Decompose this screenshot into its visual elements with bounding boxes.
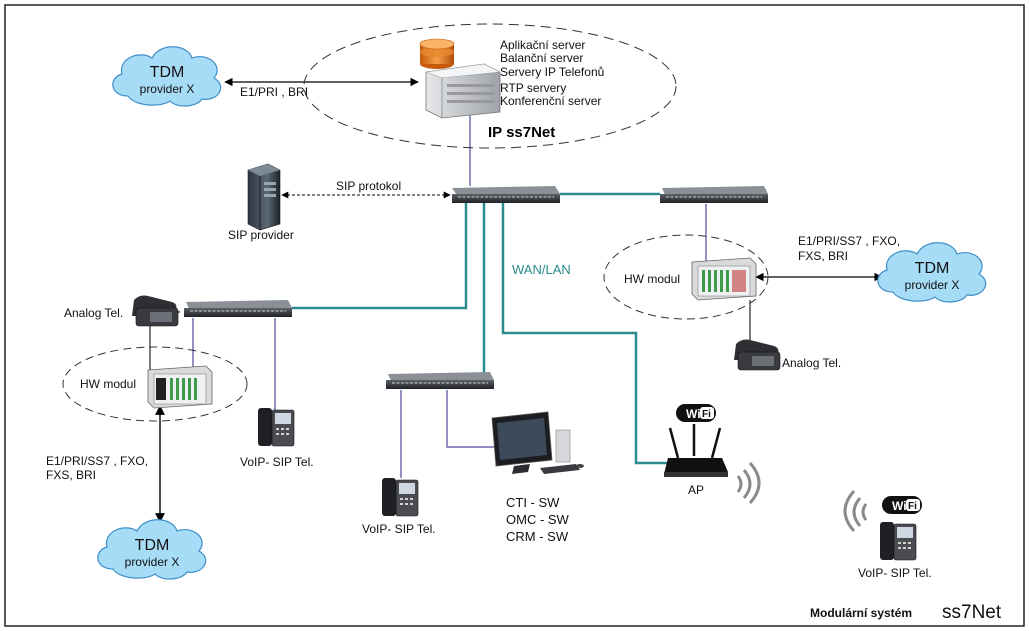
wifi-waves-ap-icon xyxy=(736,461,761,505)
left-trunk-line-2: FXS, BRI xyxy=(46,468,96,482)
hw-module-left-label: HW modul xyxy=(80,377,136,391)
switch-center xyxy=(386,372,494,389)
analog-left-label: Analog Tel. xyxy=(64,306,123,320)
left-trunk-line-1: E1/PRI/SS7 , FXO, xyxy=(46,454,148,468)
core-ellipse xyxy=(303,23,677,149)
wifi-badge-phone-icon: Wi Fi xyxy=(882,496,922,514)
sip-provider-label: SIP provider xyxy=(228,228,294,242)
link-label-e1-pri: E1/PRI , BRI xyxy=(240,85,308,99)
wifi-badge-ap-icon: Wi Fi xyxy=(676,404,716,422)
cloud-top-left-subtitle: provider X xyxy=(140,82,195,96)
analog-right-label: Analog Tel. xyxy=(782,356,841,370)
hw-module-right-icon xyxy=(691,257,757,301)
cloud-top-left-title: TDM xyxy=(150,64,185,81)
cloud-bottom-left-subtitle: provider X xyxy=(125,555,180,569)
cloud-right xyxy=(877,242,987,303)
switch-right xyxy=(660,186,768,203)
cloud-bottom-left xyxy=(97,519,207,580)
link-label-wan-lan: WAN/LAN xyxy=(512,262,571,277)
server-stack-labels: Aplikační server Balanční server Servery… xyxy=(500,38,604,108)
footer-brand: ss7Net xyxy=(942,602,1002,623)
server-line-2: Balanční server xyxy=(500,51,583,65)
hw-left-ellipse xyxy=(62,346,248,422)
voip-phone-center-icon xyxy=(382,478,419,517)
software-line-1: CTI - SW xyxy=(506,495,560,510)
voip-center-label: VoIP- SIP Tel. xyxy=(362,522,436,536)
footer-label: Modulární systém xyxy=(810,606,912,620)
software-line-3: CRM - SW xyxy=(506,529,569,544)
computer-icon xyxy=(491,411,584,474)
cloud-top-left xyxy=(112,46,222,107)
diagram-frame xyxy=(4,4,1025,627)
software-line-2: OMC - SW xyxy=(506,512,570,527)
wifi-waves-phone-icon xyxy=(843,489,868,533)
cloud-right-subtitle: provider X xyxy=(905,278,960,292)
wan-link-left-switch xyxy=(292,203,468,310)
analog-phone-left-icon xyxy=(132,295,179,327)
voip-phone-left-icon xyxy=(258,408,295,447)
analog-phone-right-icon xyxy=(734,339,781,371)
voip-left-label: VoIP- SIP Tel. xyxy=(240,455,314,469)
cloud-right-title: TDM xyxy=(915,260,950,277)
switch-left xyxy=(184,300,292,317)
tower-server-icon xyxy=(247,163,281,231)
voip-phone-right-icon xyxy=(880,522,917,561)
server-icon xyxy=(419,38,502,119)
svg-text:Fi: Fi xyxy=(908,501,917,512)
wifi-badge-text: Wi xyxy=(686,407,701,421)
wan-link-ap xyxy=(501,203,670,465)
hw-module-right-label: HW modul xyxy=(624,272,680,286)
right-trunk-line-1: E1/PRI/SS7 , FXO, xyxy=(798,234,900,248)
cloud-bottom-left-title: TDM xyxy=(135,537,170,554)
right-trunk-line-2: FXS, BRI xyxy=(798,249,848,263)
server-line-4: RTP servery xyxy=(500,81,566,95)
access-point-icon xyxy=(664,424,728,477)
hw-module-left-icon xyxy=(147,365,213,409)
ap-label: AP xyxy=(688,483,704,497)
server-line-3: Servery IP Telefonů xyxy=(500,65,604,79)
core-name: IP ss7Net xyxy=(488,124,555,141)
hw-right-ellipse xyxy=(603,234,769,320)
link-label-sip: SIP protokol xyxy=(336,179,401,193)
link-center-pc xyxy=(446,390,496,448)
links xyxy=(149,77,883,523)
svg-text:Fi: Fi xyxy=(702,409,711,420)
svg-text:Wi: Wi xyxy=(892,499,907,513)
server-line-1: Aplikační server xyxy=(500,38,585,52)
switch-main xyxy=(452,186,560,203)
server-line-5: Konferenční server xyxy=(500,94,601,108)
voip-right-label: VoIP- SIP Tel. xyxy=(858,566,932,580)
